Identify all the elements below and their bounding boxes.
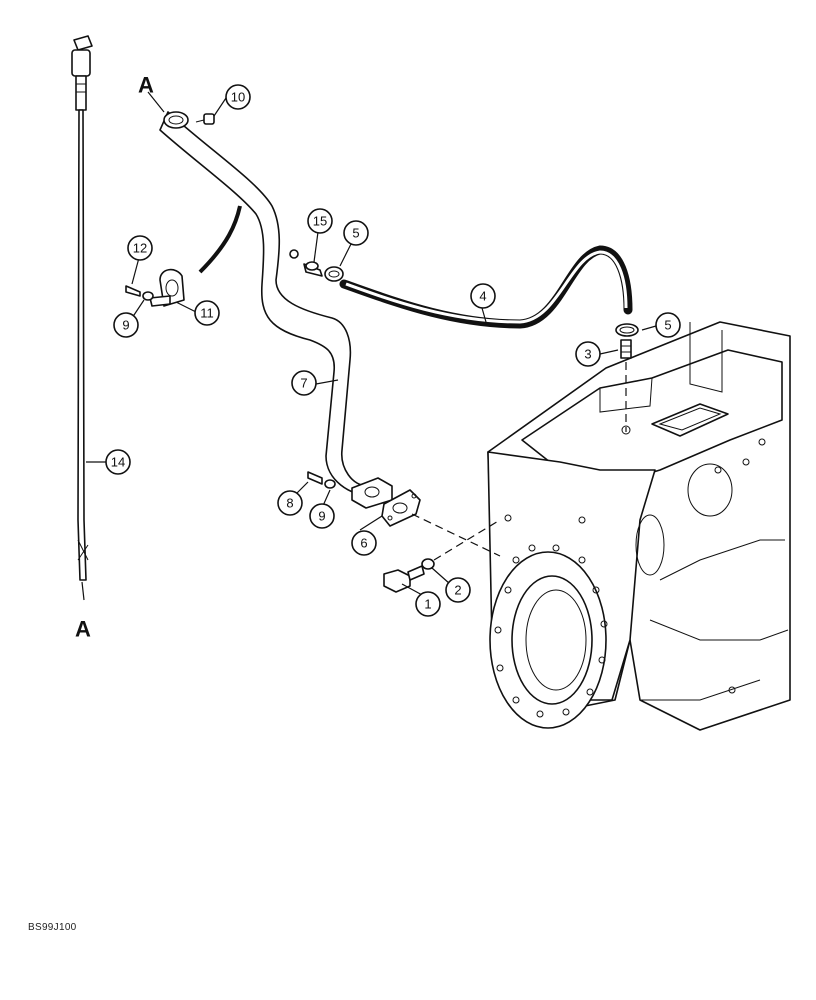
svg-text:3: 3 <box>584 347 591 362</box>
callout-14: 14 <box>105 449 131 475</box>
plug-icon <box>195 113 215 125</box>
svg-text:6: 6 <box>360 536 367 551</box>
svg-text:8: 8 <box>286 496 293 511</box>
callout-2: 2 <box>445 577 471 603</box>
svg-text:11: 11 <box>200 306 214 321</box>
svg-text:12: 12 <box>133 241 147 256</box>
svg-text:9: 9 <box>318 509 325 524</box>
callout-5-upper: 5 <box>343 220 369 246</box>
svg-text:1: 1 <box>424 597 431 612</box>
figure-reference-code: BS99J100 <box>28 922 77 933</box>
callout-10: 10 <box>225 84 251 110</box>
callout-5-lower: 5 <box>655 312 681 338</box>
callout-3: 3 <box>575 341 601 367</box>
svg-text:14: 14 <box>111 455 125 470</box>
callout-15: 15 <box>307 208 333 234</box>
callout-12: 12 <box>127 235 153 261</box>
bolt-8-icon <box>307 471 336 489</box>
section-marker-top: A <box>138 73 154 98</box>
callout-11: 11 <box>194 300 220 326</box>
fitting-15-icon <box>303 261 323 277</box>
transmission-housing-icon <box>487 321 791 731</box>
callout-6: 6 <box>351 530 377 556</box>
section-marker-bottom: A <box>75 617 91 642</box>
svg-text:2: 2 <box>454 583 461 598</box>
bolt-12-icon <box>125 285 154 301</box>
svg-text:5: 5 <box>352 226 359 241</box>
bolt-1-icon <box>383 519 501 593</box>
dipstick-icon <box>71 35 93 581</box>
callout-7: 7 <box>291 370 317 396</box>
hose-clamp-icon <box>324 266 639 337</box>
callout-8: 8 <box>277 490 303 516</box>
clamp-icon <box>149 268 185 307</box>
callout-1: 1 <box>415 591 441 617</box>
callout-4: 4 <box>470 283 496 309</box>
callout-9-upper: 9 <box>113 312 139 338</box>
svg-text:4: 4 <box>479 289 486 304</box>
svg-text:15: 15 <box>313 214 327 229</box>
callout-9-lower: 9 <box>309 503 335 529</box>
fitting-icon <box>620 339 632 432</box>
hydraulic-hose-icon <box>339 245 633 329</box>
svg-text:5: 5 <box>664 318 671 333</box>
svg-text:7: 7 <box>300 376 307 391</box>
svg-text:9: 9 <box>122 318 129 333</box>
dipstick-tube-icon <box>159 111 373 497</box>
svg-text:10: 10 <box>231 90 245 105</box>
